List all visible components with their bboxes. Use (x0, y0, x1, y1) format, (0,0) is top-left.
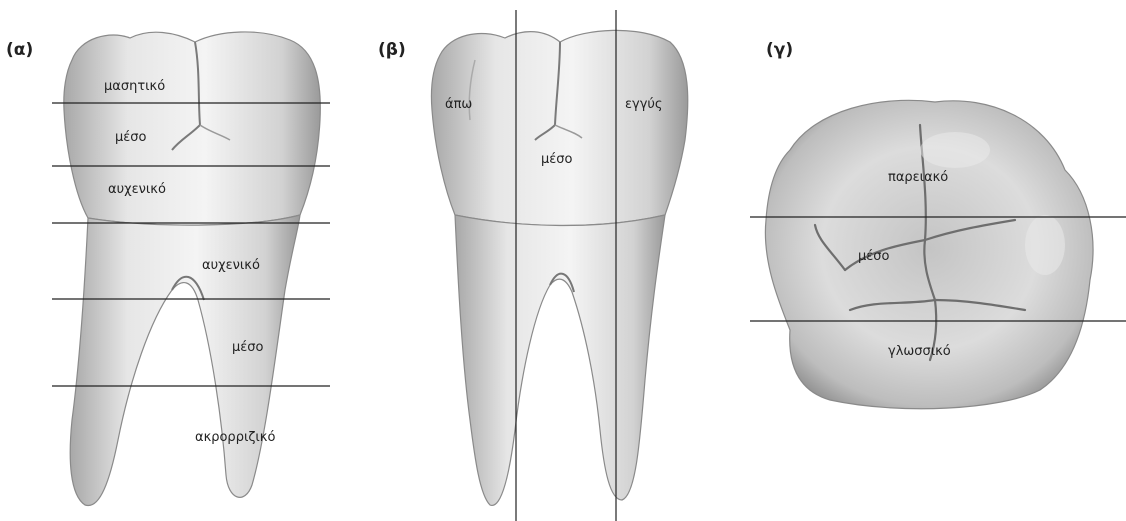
tooth-a-roots (70, 215, 300, 506)
tooth-c-illustration (765, 100, 1093, 408)
label-c-middle: μέσο (858, 249, 890, 264)
label-c-buccal: παρειακό (888, 170, 948, 185)
label-a-root-middle: μέσο (232, 340, 264, 355)
label-c-lingual: γλωσσικό (888, 344, 951, 359)
label-a-occlusal: μασητικό (104, 79, 165, 94)
tooth-b-roots (455, 215, 665, 505)
label-a-crown-middle: μέσο (115, 130, 147, 145)
panel-c-label: (γ) (766, 40, 793, 60)
panel-a: (α) μασητικό μέσο αυχενικό αυχενικό μέσο… (6, 32, 330, 506)
label-a-apical: ακρορριζικό (195, 430, 275, 445)
panel-a-label: (α) (6, 40, 33, 60)
label-b-mesial: εγγύς (625, 97, 663, 112)
tooth-a-crown (64, 32, 321, 225)
panel-b-label: (β) (378, 40, 406, 60)
panel-b: (β) άπω μέσο εγγύς (378, 10, 688, 521)
panel-c: (γ) παρειακό μέσο γλωσσικό (750, 40, 1126, 409)
label-b-distal: άπω (445, 97, 472, 112)
label-b-middle: μέσο (541, 152, 573, 167)
label-a-root-cervical: αυχενικό (202, 258, 260, 273)
label-a-crown-cervical: αυχενικό (108, 182, 166, 197)
